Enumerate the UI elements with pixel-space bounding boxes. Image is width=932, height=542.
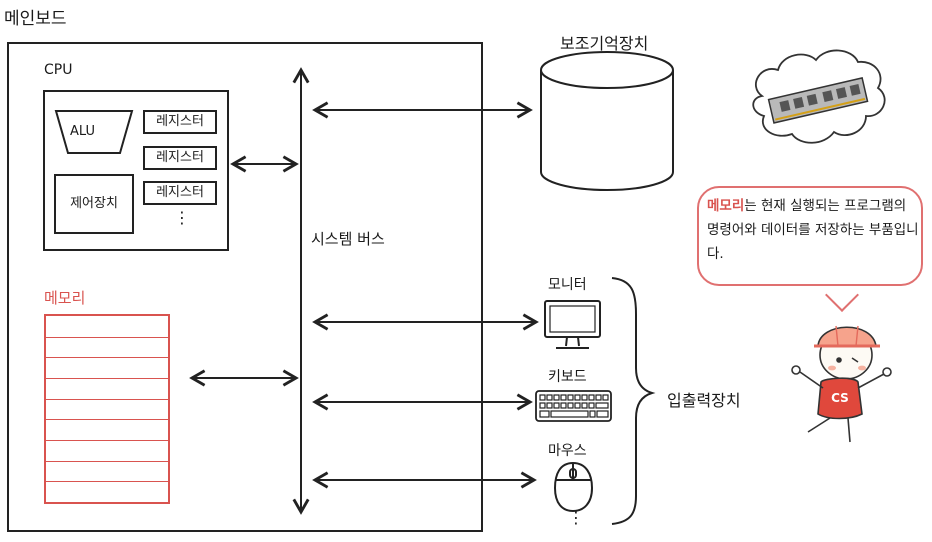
ram-cloud-icon: [752, 49, 886, 144]
cpu-label: CPU: [44, 62, 73, 78]
speech-bubble: [697, 186, 923, 286]
alu-label: ALU: [70, 124, 96, 139]
speech-highlight: 메모리: [707, 198, 745, 214]
system-bus-label: 시스템 버스: [311, 230, 385, 248]
keyboard-label: 키보드: [548, 369, 587, 385]
speech-text: 메모리는 현재 실행되는 프로그램의 명령어와 데이터를 저장하는 부품입니다.: [707, 194, 919, 266]
mascot-character: [791, 325, 892, 443]
mainboard-title: 메인보드: [4, 9, 67, 29]
register-3: 레지스터: [143, 181, 217, 205]
memory-row-divider: [46, 357, 168, 359]
speech-body: 는 현재 실행되는 프로그램의 명령어와 데이터를 저장하는 부품입니다.: [707, 198, 919, 262]
memory-row-divider: [46, 336, 168, 338]
storage-label: 보조기억장치: [560, 34, 649, 53]
register-1: 레지스터: [143, 110, 217, 134]
keyboard-icon: [535, 390, 612, 422]
mainboard-frame: [7, 42, 483, 532]
memory-row-divider: [46, 440, 168, 441]
memory-row-divider: [46, 378, 168, 379]
memory-block: [44, 314, 170, 504]
mouse-icon: [553, 461, 594, 513]
register-more-dots: ⋮: [174, 208, 190, 227]
io-brace: [611, 277, 656, 525]
cpu-box: [43, 90, 229, 251]
memory-row-divider: [46, 419, 168, 421]
devices-more-dots: ⋮: [568, 508, 584, 527]
monitor-icon: [544, 300, 601, 349]
memory-row-divider: [46, 398, 168, 400]
mouse-label: 마우스: [548, 443, 587, 459]
alu-shape: [54, 110, 134, 154]
memory-row-divider: [46, 481, 168, 483]
control-unit: 제어장치: [54, 174, 134, 234]
memory-row-divider: [46, 460, 168, 462]
register-2: 레지스터: [143, 146, 217, 170]
monitor-label: 모니터: [548, 277, 587, 293]
memory-label: 메모리: [44, 289, 86, 307]
mascot-shirt-label: CS: [831, 391, 849, 405]
io-devices-label: 입출력장치: [667, 391, 741, 410]
storage-cylinder-icon: [540, 51, 674, 191]
